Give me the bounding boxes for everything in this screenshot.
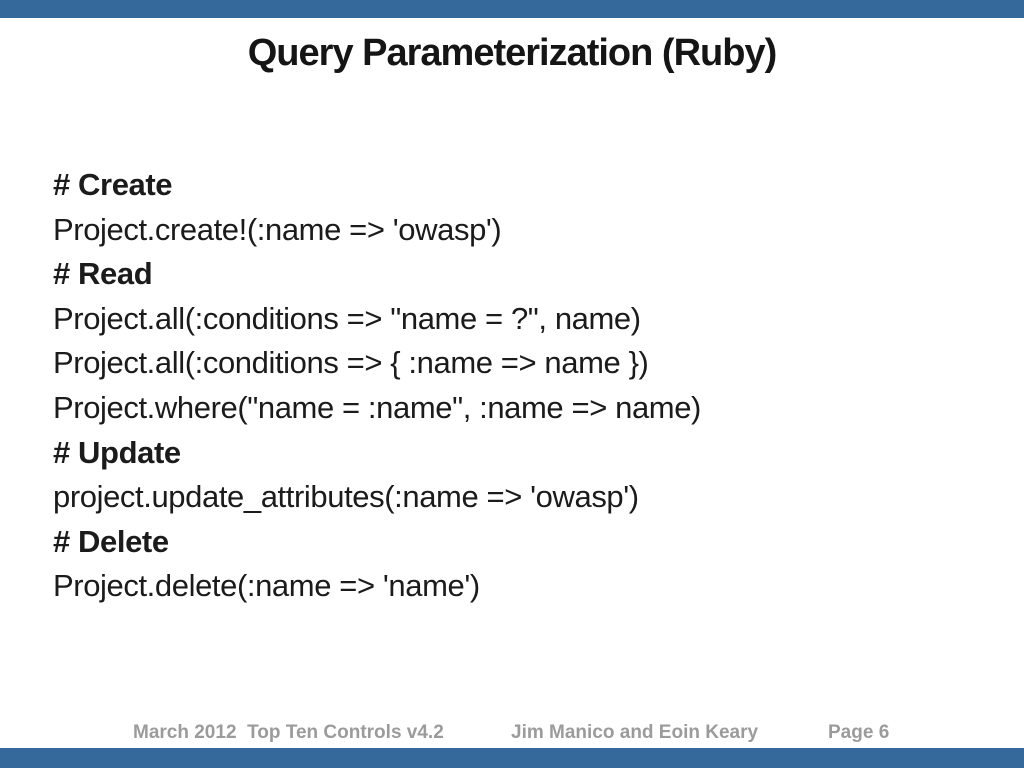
bottom-accent-bar xyxy=(0,748,1024,768)
code-line-read-1: Project.all(:conditions => "name = ?", n… xyxy=(53,300,641,336)
code-line-read-3: Project.where("name = :name", :name => n… xyxy=(53,389,701,425)
footer-authors: Jim Manico and Eoin Keary xyxy=(511,722,759,743)
code-line-comment-update: # Update xyxy=(53,434,181,470)
top-accent-bar xyxy=(0,0,1024,18)
code-line-update: project.update_attributes(:name => 'owas… xyxy=(53,479,639,515)
code-line-read-2: Project.all(:conditions => { :name => na… xyxy=(53,345,649,381)
code-line-comment-delete: # Delete xyxy=(53,523,169,559)
slide-title: Query Parameterization (Ruby) xyxy=(247,32,777,74)
footer-date-version: March 2012 Top Ten Controls v4.2 xyxy=(133,722,444,743)
code-line-create: Project.create!(:name => 'owasp') xyxy=(53,211,502,247)
code-line-comment-create: # Create xyxy=(53,167,173,202)
code-line-comment-read: # Read xyxy=(53,256,153,292)
code-block: # Create Project.create!(:name => 'owasp… xyxy=(53,163,701,609)
code-line-delete: Project.delete(:name => 'name') xyxy=(53,568,480,604)
footer-page-number: Page 6 xyxy=(828,722,890,743)
